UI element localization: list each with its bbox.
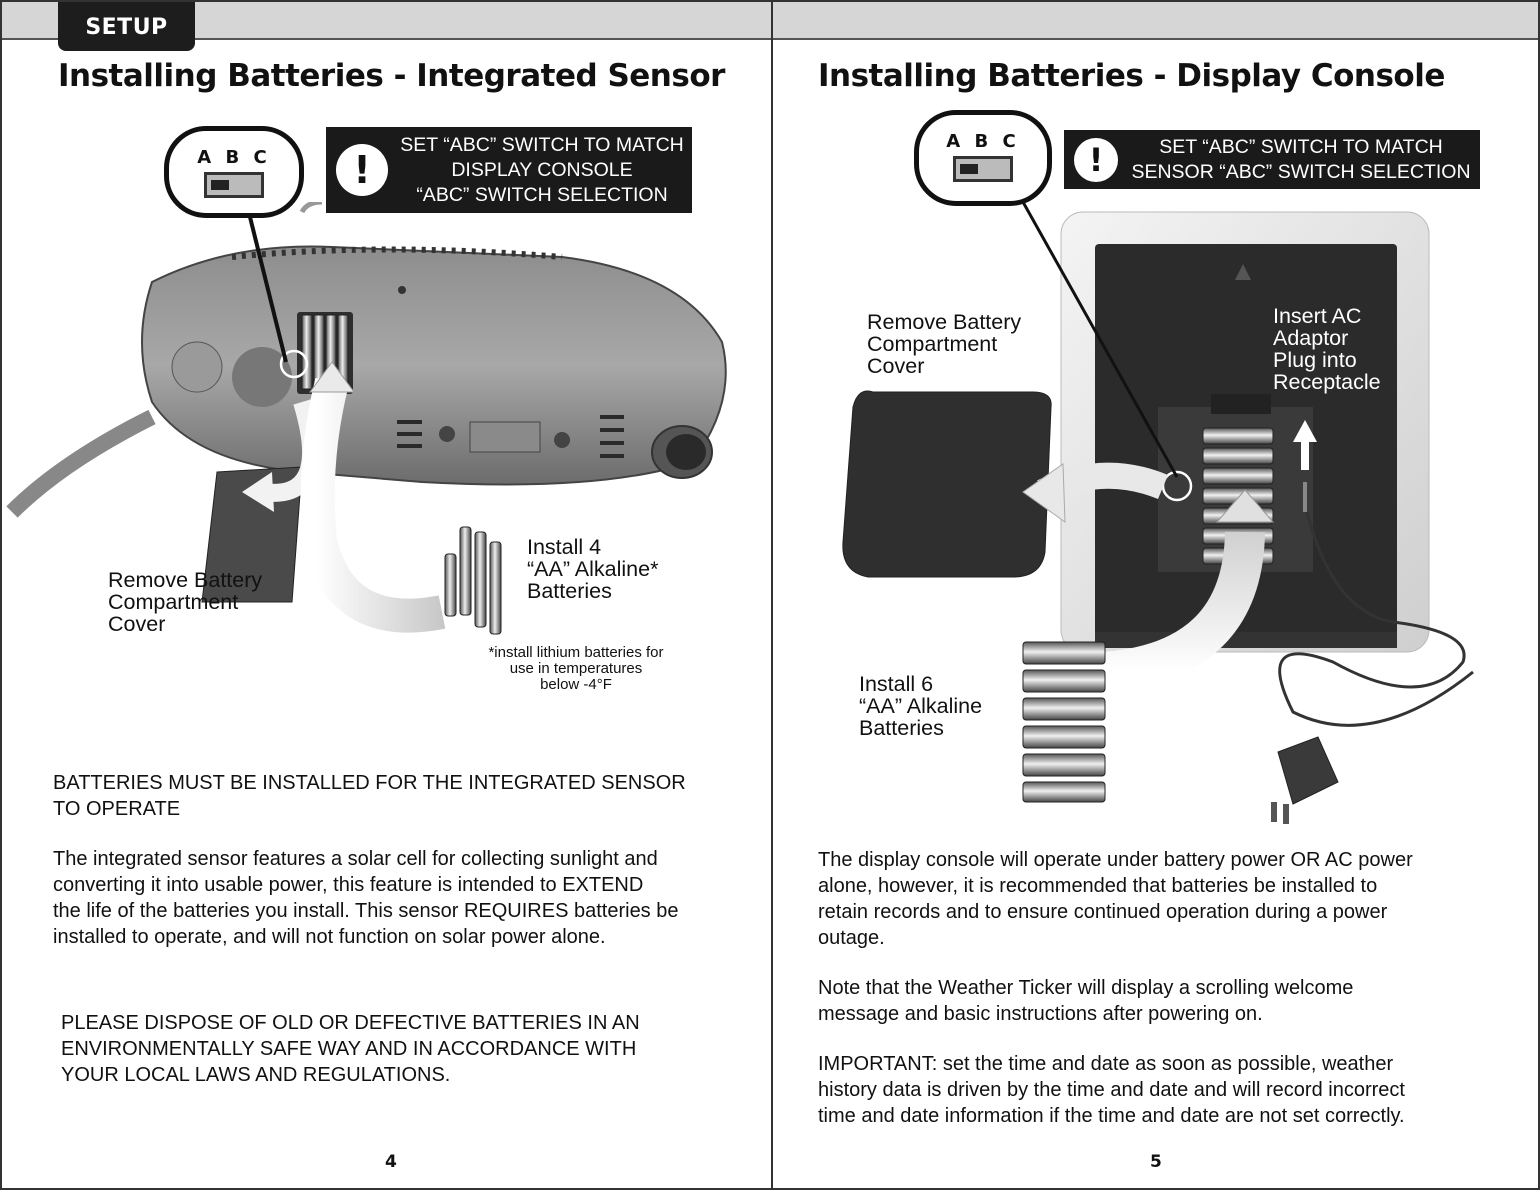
abc-switch-callout: A B C xyxy=(914,110,1052,206)
abc-switch-notice: ! SET “ABC” SWITCH TO MATCH SENSOR “ABC”… xyxy=(1064,130,1480,189)
lithium-footnote: *install lithium batteries for use in te… xyxy=(488,644,664,693)
page-title: Installing Batteries - Integrated Sensor xyxy=(58,58,725,94)
abc-switch-callout: A B C xyxy=(164,126,304,218)
label-install-batteries: Install 6 “AA” Alkaline Batteries xyxy=(859,672,983,740)
exclamation-icon: ! xyxy=(336,144,388,196)
abc-switch-notice: ! SET “ABC” SWITCH TO MATCH DISPLAY CONS… xyxy=(326,127,692,213)
notice-text: SET “ABC” SWITCH TO MATCH DISPLAY CONSOL… xyxy=(400,133,684,206)
label-remove-cover: Remove Battery Compartment Cover xyxy=(108,568,263,636)
ac-power-paragraph: The display console will operate under b… xyxy=(818,849,1413,949)
solar-cell-paragraph: The integrated sensor features a solar c… xyxy=(53,848,679,948)
label-install-batteries: Install 4 “AA” Alkaline* Batteries xyxy=(527,535,659,603)
requirement-heading: BATTERIES MUST BE INSTALLED FOR THE INTE… xyxy=(53,772,686,820)
abc-switch-label: A B C xyxy=(946,131,1020,152)
abc-switch-icon xyxy=(953,156,1013,182)
page-title: Installing Batteries - Display Console xyxy=(818,58,1445,94)
right-body-text: The display console will operate under b… xyxy=(818,847,1413,1153)
page-number: 4 xyxy=(385,1152,397,1172)
abc-switch-icon xyxy=(204,172,264,198)
welcome-message-paragraph: Note that the Weather Ticker will displa… xyxy=(818,977,1354,1025)
page-right: Installing Batteries - Display Console xyxy=(771,0,1540,1190)
section-tab: SETUP xyxy=(58,2,195,51)
exclamation-icon: ! xyxy=(1074,137,1118,182)
notice-text: SET “ABC” SWITCH TO MATCH SENSOR “ABC” S… xyxy=(1131,135,1471,183)
dispose-warning: PLEASE DISPOSE OF OLD OR DEFECTIVE BATTE… xyxy=(61,1012,640,1086)
callout-connector-line xyxy=(1021,201,1179,478)
callout-connector-line xyxy=(248,216,288,363)
page-number: 5 xyxy=(1150,1152,1162,1172)
left-body-text: BATTERIES MUST BE INSTALLED FOR THE INTE… xyxy=(53,770,686,974)
console-battery-illustration xyxy=(842,211,1474,824)
page-header-band xyxy=(773,2,1538,40)
sensor-battery-illustration xyxy=(6,202,727,635)
important-time-date-paragraph: IMPORTANT: set the time and date as soon… xyxy=(818,1053,1405,1127)
abc-switch-label: A B C xyxy=(197,147,271,168)
label-remove-cover: Remove Battery Compartment Cover xyxy=(867,310,1022,378)
label-insert-ac-adaptor: Insert AC Adaptor Plug into Receptacle xyxy=(1273,304,1381,394)
page-left: SETUP Installing Batteries - Integrated … xyxy=(0,0,773,1190)
